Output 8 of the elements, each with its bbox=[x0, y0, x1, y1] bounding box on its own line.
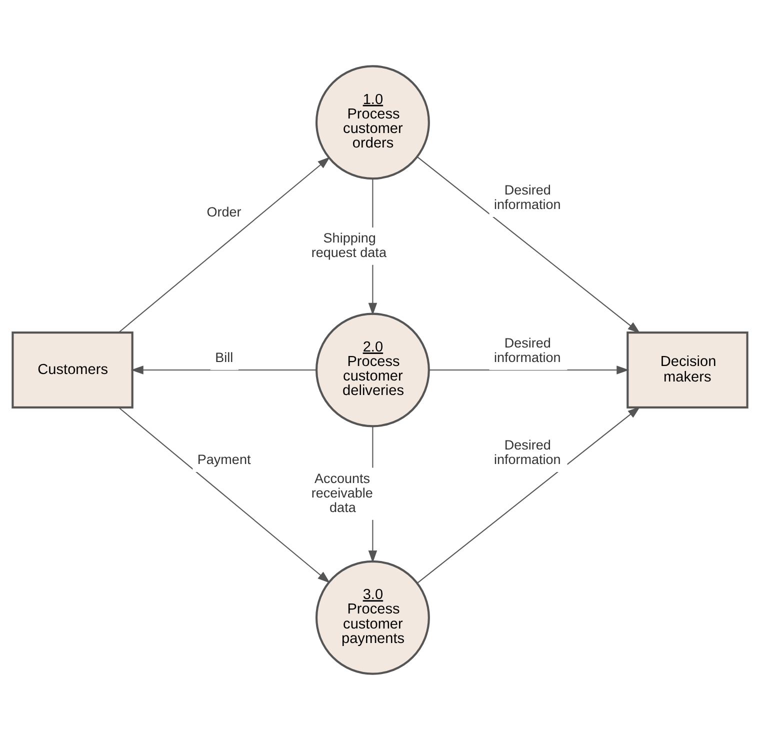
edge-label: Desired information bbox=[494, 335, 561, 365]
edge-label: Accounts receivable data bbox=[311, 470, 373, 514]
edge-label: Desired information bbox=[494, 182, 561, 212]
edge-label: Order bbox=[206, 204, 242, 219]
edge-label: Bill bbox=[215, 350, 234, 365]
edge-label: Payment bbox=[197, 452, 251, 467]
edge-label: Shipping request data bbox=[311, 230, 386, 260]
edge-label: Desired information bbox=[494, 436, 561, 467]
